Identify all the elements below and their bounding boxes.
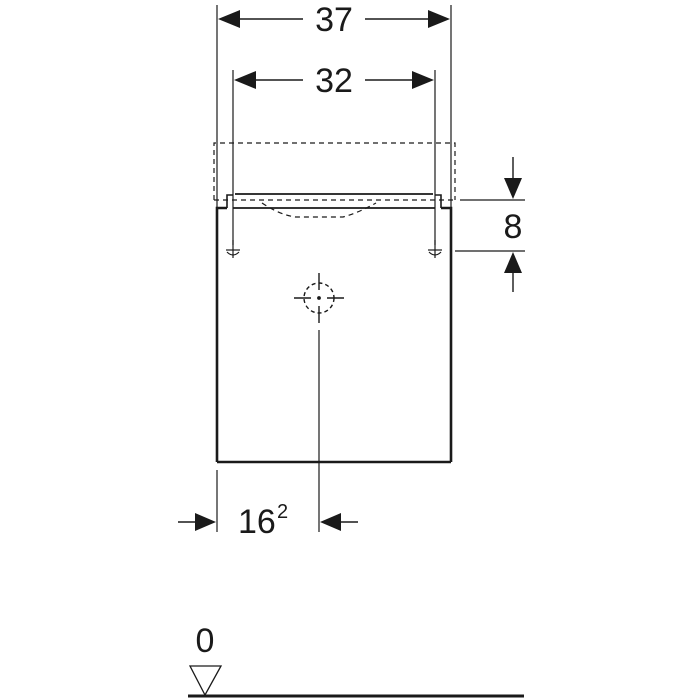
cabinet-body xyxy=(215,206,453,464)
dimension-16-2: 16 2 xyxy=(178,470,358,541)
dimension-label-sup: 2 xyxy=(277,501,288,523)
dimension-label-8: 8 xyxy=(504,208,523,246)
dimension-8: 8 xyxy=(455,157,525,292)
dimension-label-32: 32 xyxy=(315,62,353,100)
level-triangle-icon xyxy=(188,665,223,697)
drain-centerline-icon xyxy=(294,273,344,532)
floor-level-label: 0 xyxy=(196,622,215,660)
mounting-hole-left-icon xyxy=(226,240,240,258)
basin-outline-dashed xyxy=(213,142,456,218)
dimension-label-37: 37 xyxy=(315,1,353,39)
dimension-label-16: 16 xyxy=(238,503,276,541)
dimension-37: 37 xyxy=(216,1,452,210)
top-plate xyxy=(226,193,442,209)
floor-level-marker: 0 xyxy=(188,622,524,698)
mounting-hole-right-icon xyxy=(428,240,442,258)
dimension-32: 32 xyxy=(232,62,436,245)
